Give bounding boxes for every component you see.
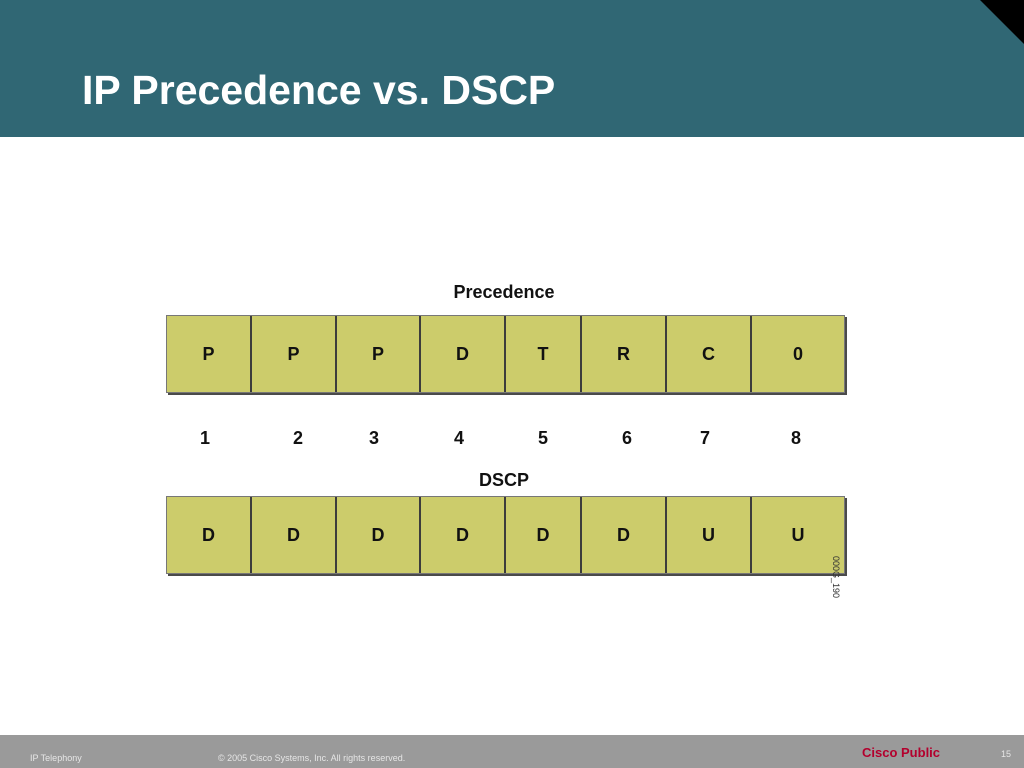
bit-number-5: 5 [537,428,548,448]
bit-number-1: 1 [199,428,210,448]
dscp-bit-8: U [752,497,844,573]
dscp-register: D D D D D D U U [166,496,845,574]
precedence-label: Precedence [453,282,555,302]
dscp-bit-1: D [167,497,252,573]
bit-number-3: 3 [368,428,379,448]
bit-number-7: 7 [699,428,710,448]
slide-footer: IP Telephony © 2005 Cisco Systems, Inc. … [0,735,1024,768]
precedence-bit-6: R [582,316,667,392]
dscp-bit-7: U [667,497,752,573]
footer-page-number: 15 [1000,749,1011,759]
precedence-bit-8: 0 [752,316,844,392]
dscp-bit-3: D [337,497,421,573]
dscp-bit-2: D [252,497,337,573]
precedence-bit-2: P [252,316,337,392]
footer-classification: Cisco Public [862,745,941,760]
dscp-label: DSCP [478,470,529,490]
dscp-bit-6: D [582,497,667,573]
precedence-bit-3: P [337,316,421,392]
precedence-bit-5: T [506,316,582,392]
figure-id: 000G_190 [831,556,841,599]
bit-number-8: 8 [790,428,801,448]
bit-number-4: 4 [453,428,464,448]
corner-decoration [980,0,1024,44]
precedence-bit-1: P [167,316,252,392]
bit-number-2: 2 [292,428,303,448]
slide-header: IP Precedence vs. DSCP [0,0,1024,137]
footer-copyright: © 2005 Cisco Systems, Inc. All rights re… [218,753,406,763]
dscp-bit-5: D [506,497,582,573]
precedence-register: P P P D T R C 0 [166,315,845,393]
bit-number-6: 6 [621,428,632,448]
dscp-bit-4: D [421,497,506,573]
bit-number-row: 1 2 3 4 5 6 7 8 [166,426,845,450]
precedence-bit-4: D [421,316,506,392]
precedence-bit-7: C [667,316,752,392]
footer-course-title: IP Telephony [30,753,82,763]
slide-title: IP Precedence vs. DSCP [82,67,556,113]
